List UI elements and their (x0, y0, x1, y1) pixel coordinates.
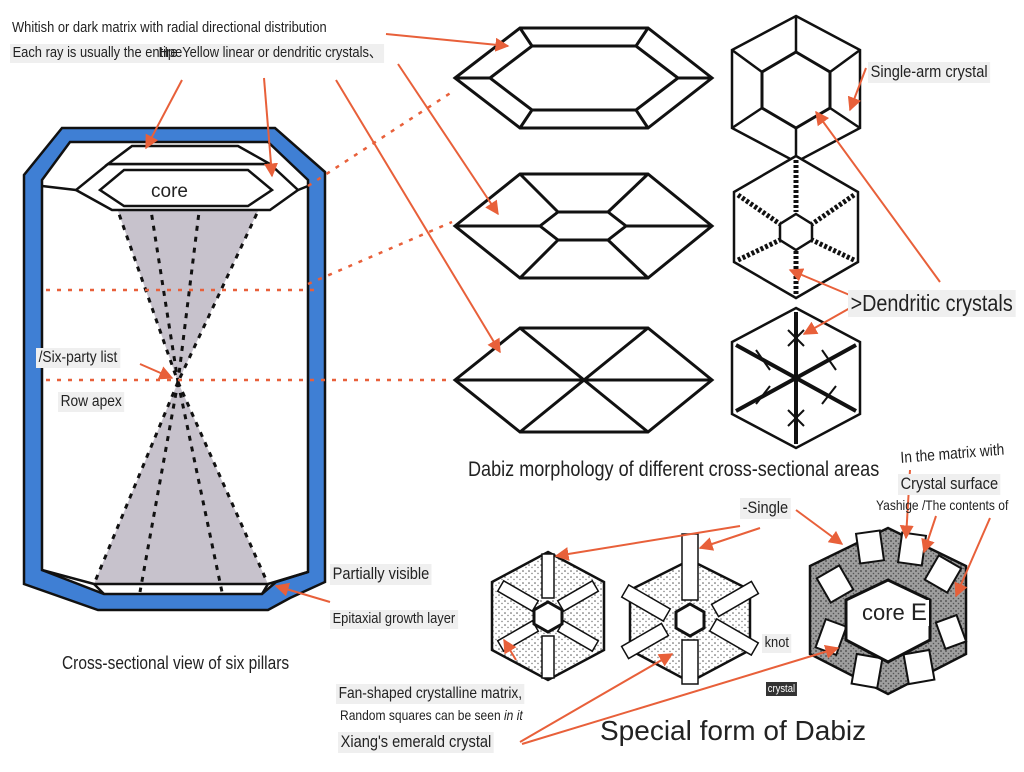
label-fan-line2: Random squares can be seen in it (340, 707, 523, 723)
upper-matrix-cone (112, 194, 266, 382)
core-hexagon (97, 168, 275, 208)
label-fan-line2a: Random squares can be seen (340, 707, 501, 723)
upper-dotted-rays (110, 193, 268, 383)
label-epitaxial: Epitaxial growth layer (330, 610, 458, 629)
label-crystal-surface: Crystal surface (898, 474, 1001, 495)
label-top-overlap: Hpe (158, 44, 183, 61)
cross-section-2 (452, 172, 715, 280)
label-xiang: Xiang's emerald crystal (338, 732, 494, 753)
label-knot: knot (762, 634, 792, 653)
label-core-right-e: E (910, 599, 927, 626)
label-partially-visible: Partially visible (330, 564, 432, 585)
label-morphology: Dabiz morphology of different cross-sect… (468, 458, 880, 481)
label-crystal-small: crystal (766, 682, 797, 697)
label-cross-section-view: Cross-sectional view of six pillars (62, 653, 290, 673)
label-fan-line1: Fan-shaped crystalline matrix, (336, 684, 525, 704)
label-core-right: core E (860, 599, 929, 627)
label-top-line2-a: Each ray is usually the entire (12, 44, 178, 61)
six-pillar-body (22, 126, 327, 612)
hexagon-single-arm (730, 14, 862, 164)
label-top-line1: Whitish or dark matrix with radial direc… (12, 19, 327, 36)
label-top-line2-b: Yellow linear or dendritic crystals、 (182, 44, 382, 61)
label-dendritic: >Dendritic crystals (848, 290, 1016, 318)
cross-section-1 (452, 26, 715, 130)
hexagon-dendritic-2 (730, 306, 862, 450)
label-single-arm: Single-arm crystal (868, 62, 991, 83)
label-fan-line2b: in it (503, 707, 523, 723)
lower-matrix-cone (94, 382, 268, 584)
label-row-apex: Row apex (58, 392, 125, 412)
fan-shaped-crystal (490, 550, 606, 682)
label-six-party: /Six-party list (36, 348, 120, 368)
label-single: -Single (740, 498, 791, 519)
label-core-right-text: core (862, 600, 905, 625)
cross-section-3 (452, 326, 715, 434)
annotation-arrows (139, 33, 991, 745)
label-special-form: Special form of Dabiz (600, 715, 867, 746)
label-top-line2: Each ray is usually the entireHpeYellow … (10, 44, 385, 63)
knot-crystal (620, 533, 760, 685)
label-core-left: core (151, 181, 188, 202)
lower-dotted-rays (92, 381, 270, 593)
hexagon-dendritic-1 (732, 154, 860, 300)
label-yashige: Yashige /The contents of (876, 497, 1009, 513)
